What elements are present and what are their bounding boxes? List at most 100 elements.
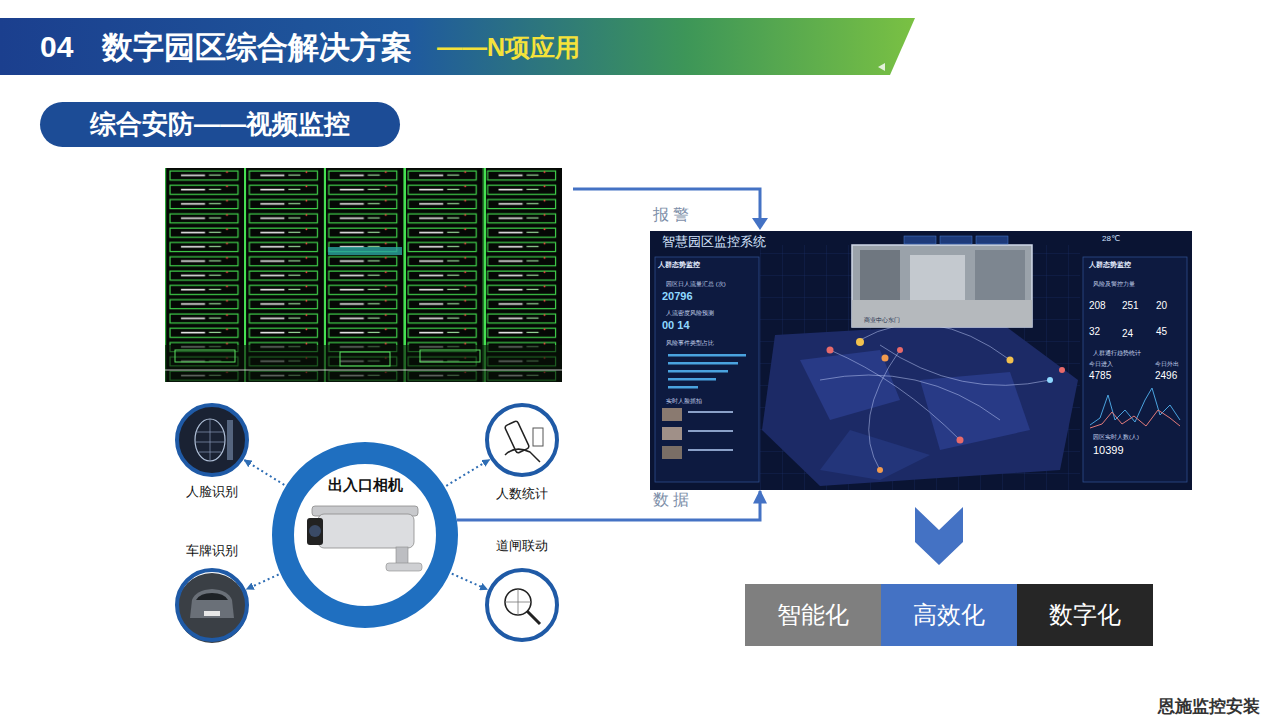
label-text: 00 14 <box>662 319 690 332</box>
floor-plan <box>175 350 235 362</box>
label-text: 20 <box>1156 300 1167 312</box>
text-holder: 车牌识别 <box>186 544 238 559</box>
car-icon <box>196 593 228 600</box>
label-text: 人群通行趋势统计 <box>1093 350 1141 357</box>
floor-plan <box>420 350 480 362</box>
monitor-screen <box>1007 357 1014 364</box>
header-band <box>0 18 915 75</box>
monitor-screen <box>1083 257 1187 482</box>
text-holder: 人脸识别 <box>186 485 238 500</box>
node-text: 智慧园区监控系统 <box>662 235 766 250</box>
label-text: 28℃ <box>1102 234 1120 243</box>
car-icon <box>177 573 247 643</box>
gate-icon <box>487 573 557 643</box>
count-icon <box>505 449 540 462</box>
monitor-screen <box>860 324 1010 360</box>
monitor-screen <box>897 347 903 353</box>
label-text: 今日进入 <box>1089 361 1113 368</box>
down-chevron <box>915 507 963 565</box>
label-text: 2496 <box>1155 370 1177 382</box>
monitor-screen <box>820 375 1000 420</box>
monitor-screen <box>662 408 682 421</box>
monitor-screen <box>760 245 1080 490</box>
monitor-screen <box>1090 410 1180 428</box>
label-text: 04 <box>40 30 73 65</box>
camera-illustration <box>386 563 422 571</box>
floor-plan <box>165 370 562 371</box>
monitor-screen <box>820 430 930 480</box>
label-text: 报 警 <box>653 206 689 224</box>
monitor-screen <box>655 257 759 482</box>
icon-circle <box>175 403 249 477</box>
monitor-screen <box>650 231 1192 490</box>
pill-shape <box>40 102 400 147</box>
monitor-screen <box>668 354 746 357</box>
label-text: 人流密度风险预测 <box>666 310 714 317</box>
function-node: 道闸联动 <box>472 539 572 642</box>
feature-box: 智能化 <box>745 584 881 646</box>
monitor-screen <box>650 231 1192 490</box>
face-icon <box>196 419 224 461</box>
function-node: 人数统计 <box>472 403 572 502</box>
count-icon <box>487 405 557 475</box>
node-text: 人数统计 <box>496 487 548 502</box>
monitor-screen <box>668 362 738 365</box>
gate-icon <box>487 573 557 643</box>
monitor-screen <box>800 350 900 420</box>
label-text: 园区实时人数(人) <box>1093 434 1139 441</box>
monitor-screen <box>904 236 936 244</box>
alarm-arrow <box>752 218 768 230</box>
label-text: 4785 <box>1089 370 1111 382</box>
face-icon <box>177 405 247 475</box>
monitor-screen <box>940 236 972 244</box>
monitor-screen <box>688 411 733 413</box>
camera-illustration <box>396 547 408 565</box>
floor-plan <box>165 168 562 382</box>
floor-plan <box>340 352 390 366</box>
car-icon <box>204 611 220 616</box>
monitor-screen <box>1059 367 1065 373</box>
camera-illustration <box>309 525 321 537</box>
label-text: 人群态势监控 <box>658 261 700 269</box>
function-node: 人脸识别 <box>162 403 262 500</box>
count-icon <box>487 405 557 475</box>
label-text: 208 <box>1089 300 1106 312</box>
label-text: 24 <box>1122 328 1133 340</box>
monitor-screen <box>762 322 1078 486</box>
label-text: 恩施监控安装 <box>1158 697 1260 717</box>
floor-plan <box>165 168 562 382</box>
label-text: 实时人脸抓拍 <box>666 398 702 405</box>
face-icon <box>177 405 247 475</box>
monitor-screen <box>869 350 900 470</box>
monitor-screen <box>668 386 698 389</box>
label-text: 32 <box>1089 326 1100 338</box>
label-text: 45 <box>1156 326 1167 338</box>
monitor-screen <box>856 338 864 346</box>
floor-plan <box>328 247 402 255</box>
connector <box>247 574 279 589</box>
connector <box>452 574 488 590</box>
monitor-screen <box>976 236 1008 244</box>
down-chevron <box>915 507 963 565</box>
count-icon <box>533 428 543 446</box>
camera-illustration <box>307 518 323 545</box>
node-text: 出入口相机 <box>328 476 403 493</box>
label-text: 园区日人流量汇总 (次) <box>666 281 726 288</box>
label-text: ——N项应用 <box>437 33 580 62</box>
pill-shape <box>40 102 400 147</box>
header-band <box>878 63 885 71</box>
monitor-screen <box>957 437 964 444</box>
connector <box>446 460 489 486</box>
connector <box>244 460 284 485</box>
node-text: 智能化 <box>777 601 849 629</box>
monitor-screen <box>880 345 1050 385</box>
node-text: 车牌识别 <box>186 544 238 559</box>
label-text: 10399 <box>1093 444 1124 457</box>
page-title: 数字园区综合解决方案 <box>102 30 412 66</box>
section-pill: 综合安防——视频监控 <box>40 102 400 147</box>
floor-plan <box>165 345 562 382</box>
label-text: 风险事件类型占比 <box>666 340 714 347</box>
monitor-screen <box>830 350 960 440</box>
text-holder: 人数统计 <box>496 487 548 502</box>
monitor-screen <box>688 449 733 451</box>
